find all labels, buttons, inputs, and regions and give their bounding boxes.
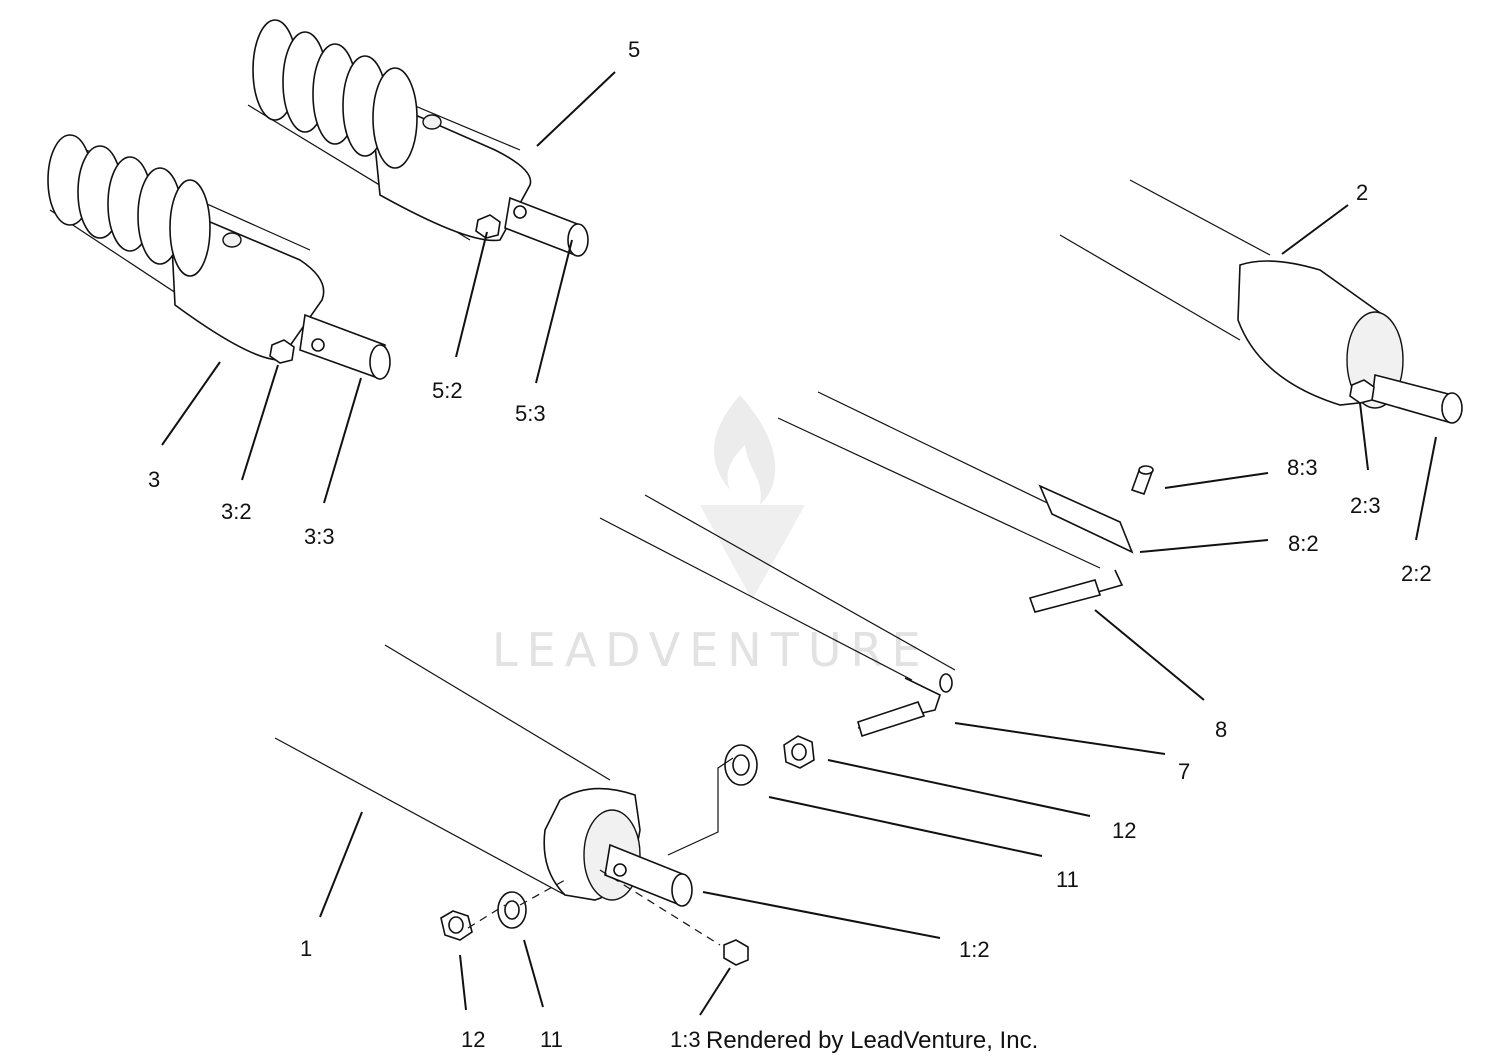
flame-logo-icon [713,395,776,505]
label-11-bottom: 11 [540,1027,563,1052]
label-7: 7 [1178,759,1190,784]
callout-labels: 5 5:2 5:3 3 3:2 3:3 2 2:3 2:2 8:3 8:2 8 … [148,37,1432,1054]
part-1-roller [274,644,693,907]
watermark-text: LEADVENTURE [492,623,930,677]
hardware [440,735,815,966]
label-8: 8 [1215,717,1227,742]
part-8-rod [777,391,1154,613]
label-8-2: 8:2 [1288,531,1319,556]
label-5-2: 5:2 [432,378,463,403]
label-3-3: 3:3 [304,524,335,549]
leader-lines [161,71,1437,1016]
hex-nut-1-3 [723,939,749,966]
rendered-by-credit: Rendered by LeadVenture, Inc. [706,1027,1038,1054]
v-logo-icon [700,505,805,600]
label-2: 2 [1356,180,1368,205]
label-3: 3 [148,467,160,492]
label-5: 5 [628,37,640,62]
label-1-2: 1:2 [959,937,990,962]
label-1: 1 [300,936,312,961]
part-2-roller [1059,179,1463,424]
part-5-finned-roller [247,19,589,257]
part-7-rod [599,494,956,738]
label-2-3: 2:3 [1350,493,1381,518]
label-12-right: 12 [1112,818,1136,843]
label-11-right: 11 [1056,867,1079,892]
label-8-3: 8:3 [1287,455,1318,480]
label-12-bottom: 12 [461,1027,485,1052]
watermark: LEADVENTURE [492,395,930,677]
label-3-2: 3:2 [221,499,252,524]
label-5-3: 5:3 [515,401,546,426]
part-3-finned-roller [47,134,391,380]
label-1-3: 1:3 [670,1027,701,1052]
label-2-2: 2:2 [1401,561,1432,586]
